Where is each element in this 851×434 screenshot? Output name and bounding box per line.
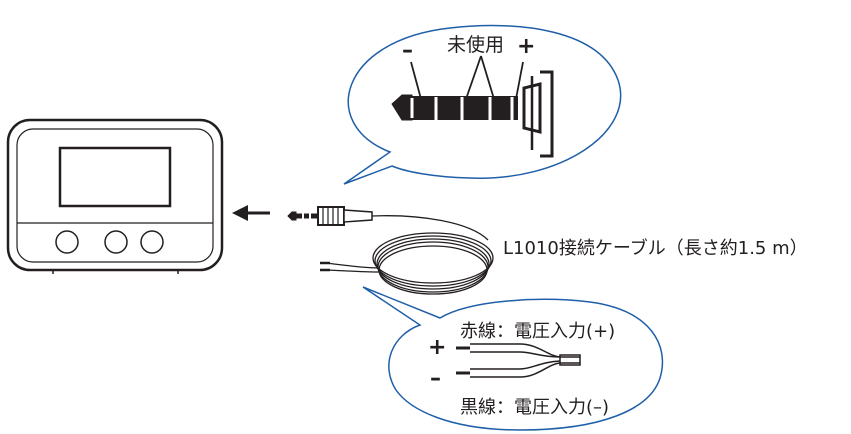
device-button-1 xyxy=(55,230,79,254)
wire-detail-bubble xyxy=(362,286,664,431)
black-wire-label: 黒線：電圧入力(–) xyxy=(460,397,610,418)
insert-arrow xyxy=(232,205,270,221)
lead-wires xyxy=(456,343,581,378)
logger-device xyxy=(6,118,224,274)
cable-plug-small xyxy=(287,206,373,226)
device-outer-body xyxy=(6,118,224,272)
device-button-2 xyxy=(104,230,128,254)
cable-coil xyxy=(320,215,494,295)
plug-large xyxy=(391,70,554,158)
device-button-3 xyxy=(140,230,164,254)
device-inner-frame xyxy=(16,128,214,263)
wire-minus-symbol: – xyxy=(430,366,441,391)
plug-leader-lines xyxy=(410,55,524,100)
cable-label: L1010接続ケーブル（長さ約1.5 m） xyxy=(503,238,808,259)
red-wire-label: 赤線：電圧入力(+) xyxy=(460,321,616,342)
device-screen xyxy=(58,146,172,208)
plug-minus-label: – xyxy=(402,38,413,63)
plug-plus-label: + xyxy=(517,34,536,59)
wire-plus-symbol: + xyxy=(428,335,447,360)
plug-unused-label: 未使用 xyxy=(447,34,505,56)
